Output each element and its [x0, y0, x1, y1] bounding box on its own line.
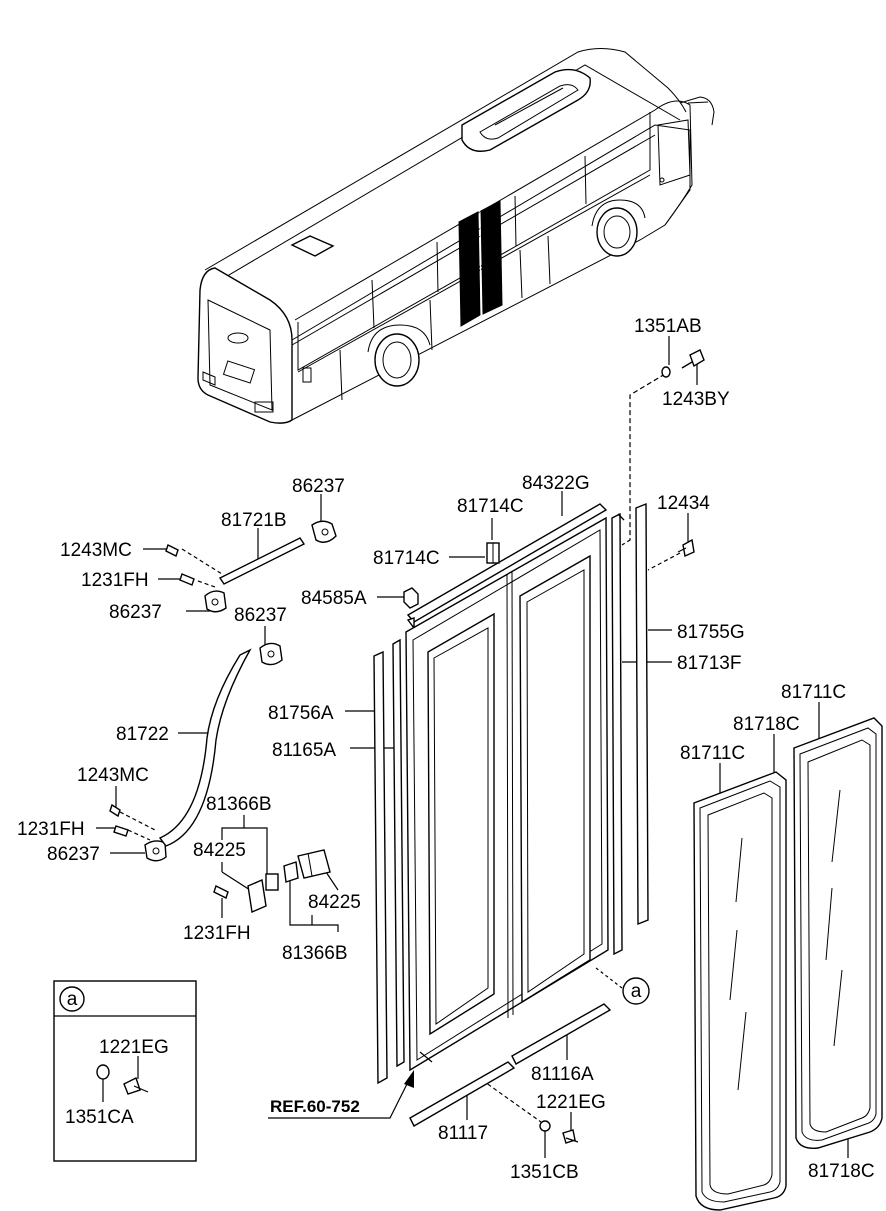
- label-84225-b: 84225: [308, 892, 361, 913]
- label-1231FH-b: 1231FH: [17, 819, 85, 840]
- label-1351AB: 1351AB: [634, 316, 702, 337]
- label-81713F: 81713F: [677, 653, 741, 674]
- ref-arrow-icon: [404, 1070, 414, 1088]
- label-1221EG-b: 1221EG: [536, 1092, 606, 1113]
- door-rail-parts: [109, 520, 337, 913]
- label-81714C-b: 81714C: [373, 548, 440, 569]
- label-1243MC-a: 1243MC: [60, 540, 132, 561]
- label-86237-mid2: 86237: [234, 605, 287, 626]
- label-81711C-b: 81711C: [680, 743, 745, 764]
- label-84225-a: 84225: [193, 840, 246, 861]
- label-81366B-a: 81366B: [206, 794, 272, 815]
- inset-circle: [59, 986, 85, 1012]
- label-81165A: 81165A: [272, 740, 336, 761]
- washer-icon: [96, 1064, 110, 1080]
- glass-panels: [693, 717, 883, 1211]
- label-1221EG-a: 1221EG: [99, 1037, 169, 1058]
- label-81711C-a: 81711C: [781, 682, 846, 703]
- label-1243BY: 1243BY: [662, 389, 730, 410]
- callout-circle: [622, 977, 650, 1005]
- bolt-icon: [123, 1077, 141, 1095]
- label-1243MC-b: 1243MC: [77, 765, 149, 786]
- label-84585A: 84585A: [301, 588, 367, 609]
- label-81116A: 81116A: [531, 1064, 594, 1085]
- callout-circle-label: a: [631, 981, 642, 1002]
- label-12434: 12434: [657, 493, 710, 514]
- label-86237-bot: 86237: [47, 844, 100, 865]
- label-81366B-b: 81366B: [282, 943, 348, 964]
- label-81722: 81722: [116, 724, 169, 745]
- label-84322G: 84322G: [522, 473, 590, 494]
- label-81714C-a: 81714C: [457, 496, 524, 517]
- label-81117: 81117: [438, 1123, 488, 1144]
- label-86237-mid: 86237: [109, 602, 162, 623]
- part-labels: 1351AB 1243BY 86237 84322G 81721B 81714C…: [17, 316, 875, 1183]
- label-81718C-a: 81718C: [733, 714, 800, 735]
- label-1351CA: 1351CA: [65, 1107, 134, 1128]
- label-81721B: 81721B: [221, 510, 287, 531]
- label-81756A: 81756A: [268, 703, 334, 724]
- label-81718C-b: 81718C: [808, 1161, 875, 1182]
- label-1351CB: 1351CB: [510, 1162, 579, 1183]
- ref-label: REF.60-752: [270, 1097, 360, 1116]
- detail-inset: a: [53, 980, 197, 1162]
- label-81755G: 81755G: [677, 622, 745, 643]
- door-assembly: [373, 349, 705, 1144]
- label-1231FH-c: 1231FH: [183, 923, 251, 944]
- leader-lines: [96, 336, 849, 1158]
- inset-circle-label: a: [67, 989, 78, 1010]
- label-86237-top: 86237: [292, 476, 345, 497]
- label-1231FH-a: 1231FH: [81, 570, 149, 591]
- bus-illustration: [197, 48, 715, 424]
